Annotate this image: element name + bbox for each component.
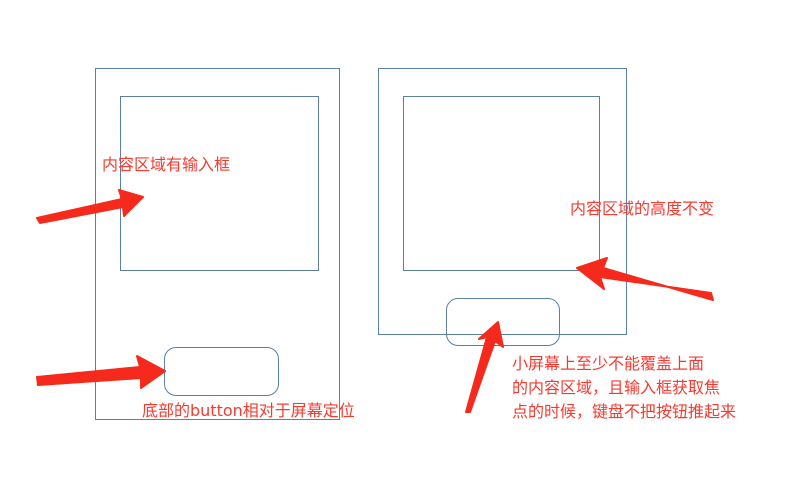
arrow-icon <box>36 189 144 224</box>
right-note-line-3: 点的时候，键盘不把按钮推起来 <box>512 402 737 421</box>
right-note: 小屏幕上至少不能覆盖上面 的内容区域，且输入框获取焦 点的时候，键盘不把按钮推起… <box>512 352 736 424</box>
right-phone-frame <box>378 68 627 335</box>
arrow-icon <box>465 321 504 413</box>
left-content-area <box>120 96 319 271</box>
right-content-area <box>403 96 600 271</box>
left-button-label: 底部的button相对于屏幕定位 <box>142 401 355 420</box>
right-content-label: 内容区域的高度不变 <box>570 199 715 218</box>
right-note-line-2: 的内容区域，且输入框获取焦 <box>512 378 721 397</box>
arrow-icon <box>36 355 166 389</box>
right-note-line-1: 小屏幕上至少不能覆盖上面 <box>512 354 705 373</box>
left-content-label: 内容区域有输入框 <box>102 155 231 174</box>
left-phone-frame <box>95 68 340 420</box>
arrow-icon <box>576 257 714 301</box>
